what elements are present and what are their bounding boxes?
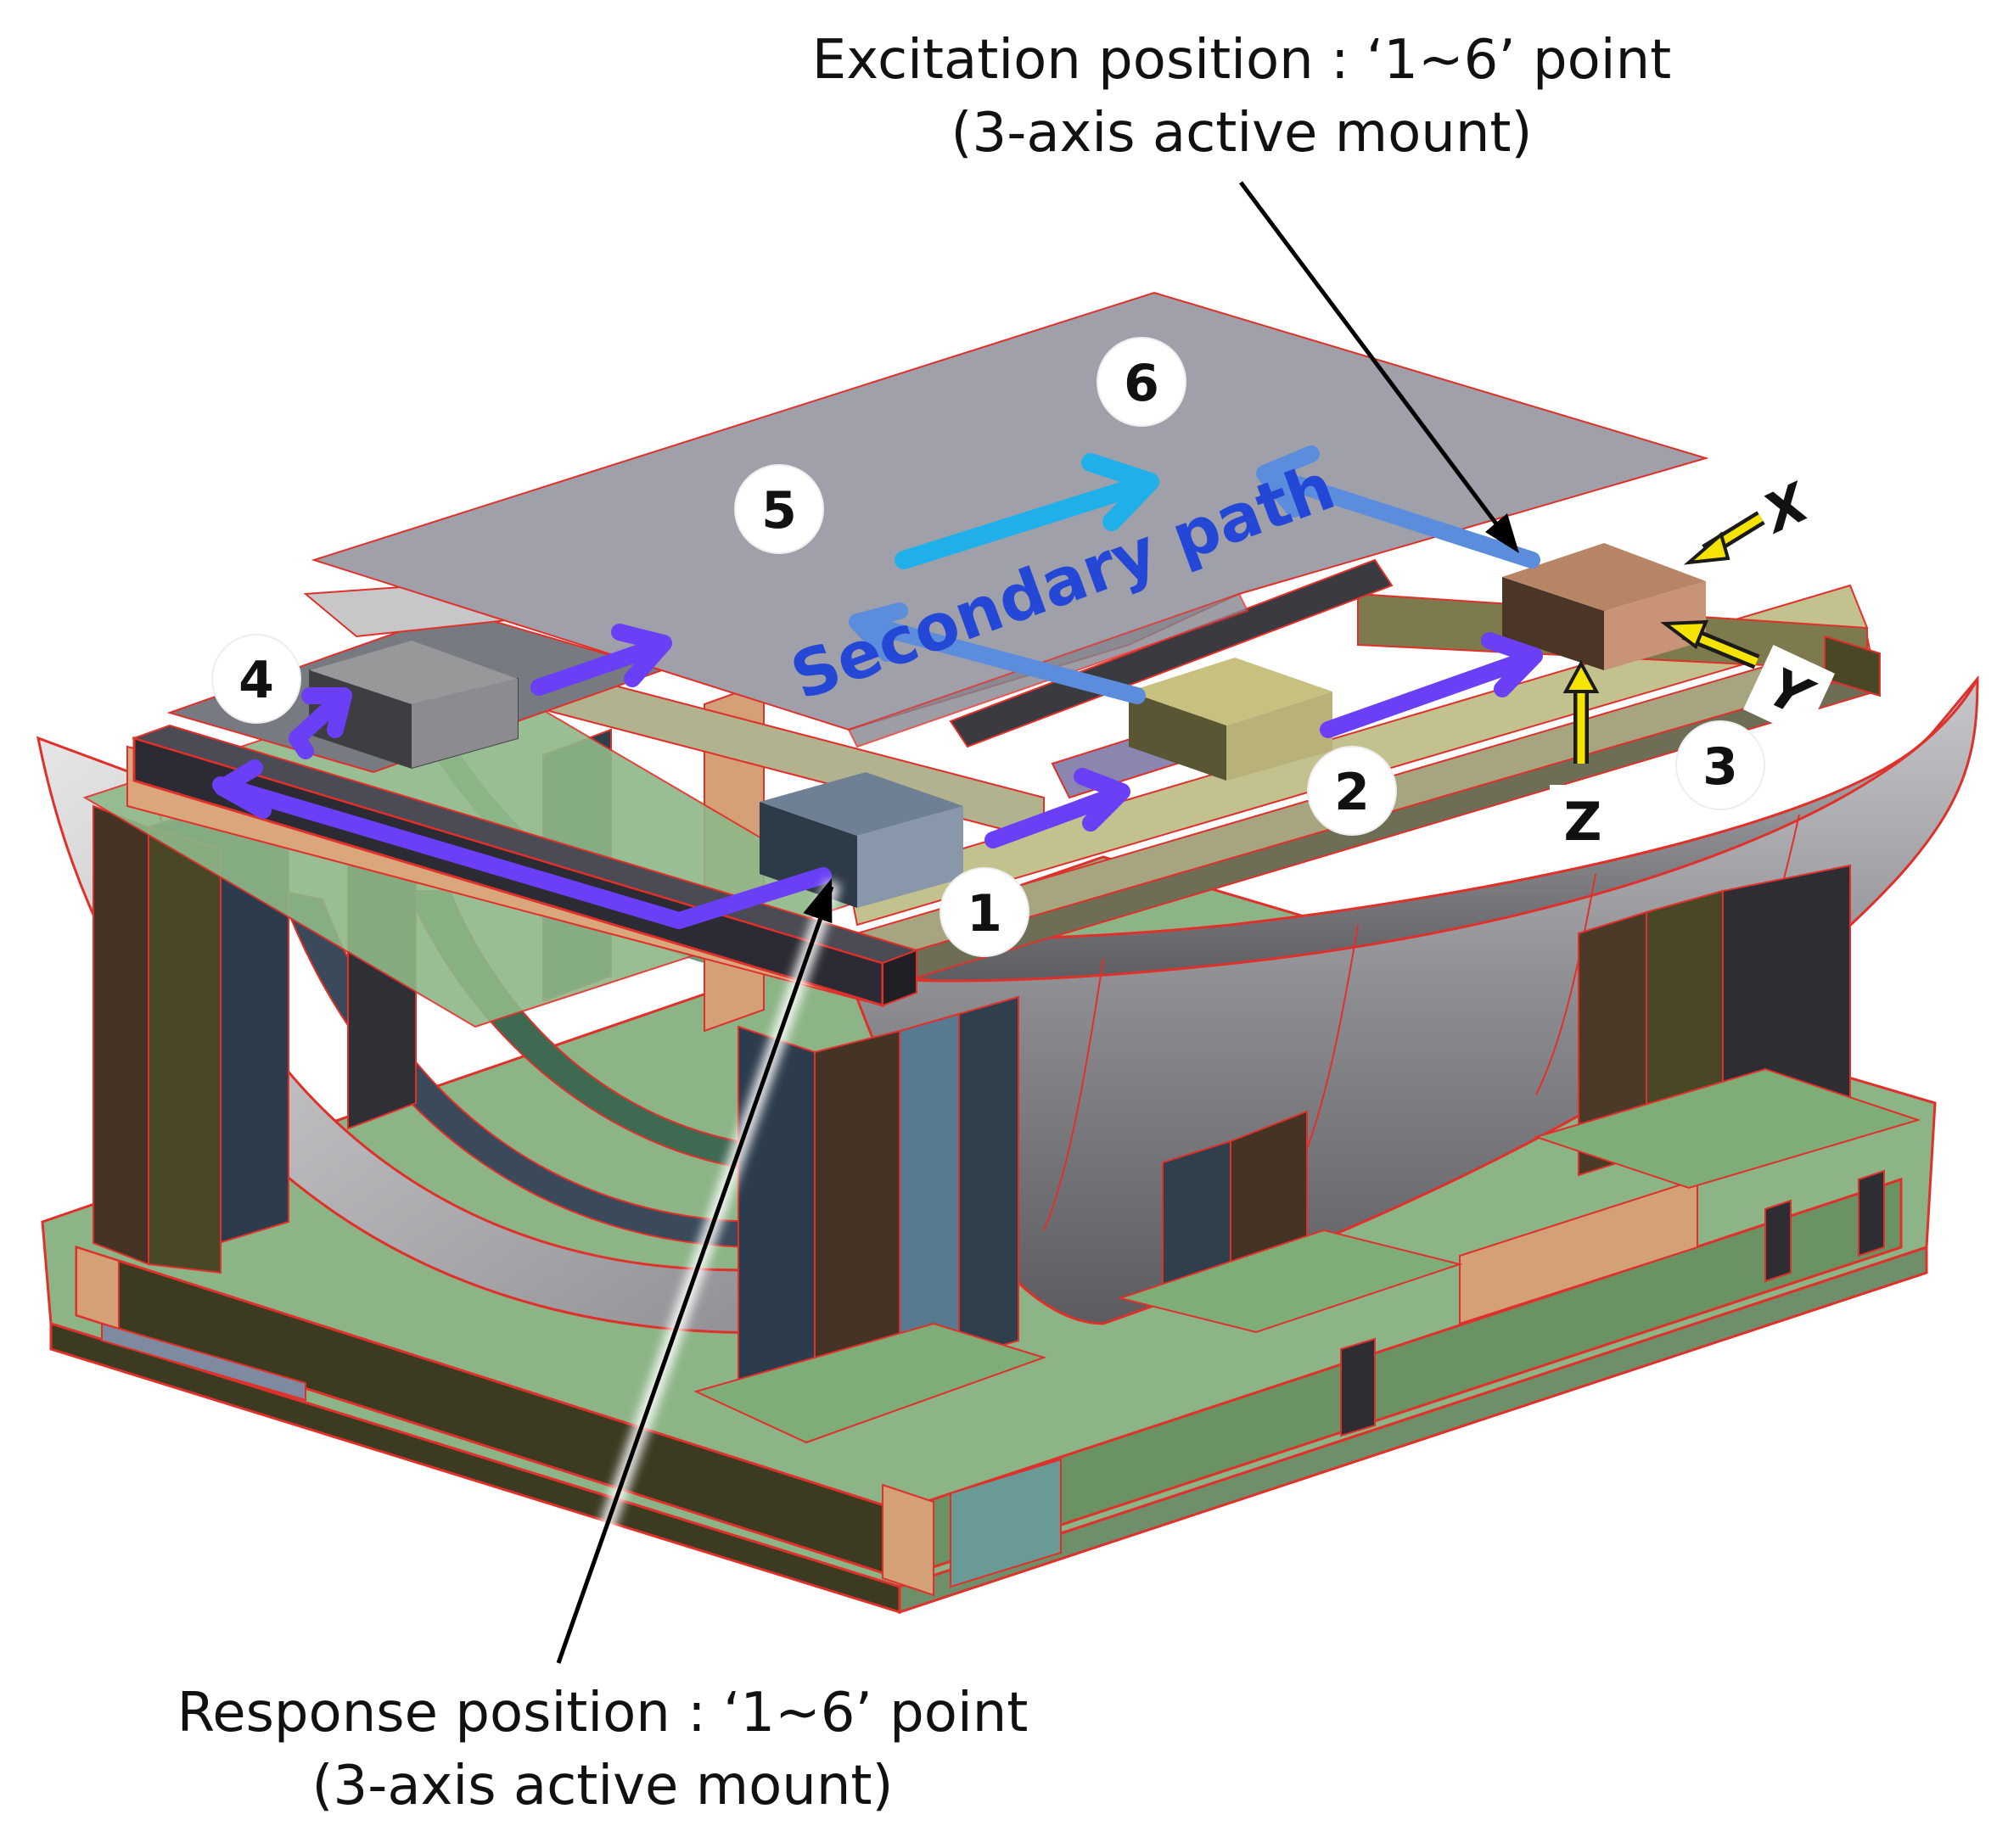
path-arrow-2-to-3-head — [1481, 632, 1543, 697]
point-marker-4-label: 4 — [238, 651, 274, 710]
axis-z-label: Z — [1564, 791, 1602, 853]
point-marker-5: 5 — [734, 464, 824, 554]
path-arrow-3-to-6 — [1260, 467, 1540, 568]
axis-y-label-box — [1742, 645, 1836, 738]
path-arrow-5-to-6 — [895, 474, 1155, 569]
point-marker-3-label: 3 — [1702, 737, 1738, 797]
point-marker-5-label: 5 — [761, 481, 797, 540]
right-columns — [693, 864, 1921, 1444]
path-arrow-up-to-4-head — [301, 687, 352, 738]
point-marker-1-label: 1 — [967, 884, 1002, 944]
path-arrow-1-to-4-head — [214, 759, 272, 819]
path-arrow-4-to-5 — [530, 636, 670, 696]
excitation-caption-line2: (3-axis active mount) — [951, 102, 1533, 165]
path-arrow-1-to-2-head — [1074, 768, 1130, 832]
axis-labels: Z Y X — [1550, 470, 1836, 856]
excitation-caption-line1: Excitation position : ‘1~6’ point — [811, 29, 1672, 92]
response-caption-line1: Response position : ‘1~6’ point — [177, 1682, 1029, 1744]
point-marker-6: 6 — [1097, 337, 1186, 427]
response-callout-arrowhead — [803, 878, 833, 924]
axis-z-label-box — [1550, 785, 1616, 856]
path-arrow-up-to-4 — [289, 687, 352, 759]
path-arrow-4-to-5-head — [611, 624, 672, 687]
axis-x-label: X — [1752, 470, 1820, 546]
response-callout-line — [556, 886, 834, 1664]
point-marker-4: 4 — [211, 634, 301, 724]
point-marker-6-label: 6 — [1124, 354, 1159, 413]
transfer-path-arrows — [212, 445, 1543, 929]
response-caption-line2: (3-axis active mount) — [311, 1755, 894, 1817]
point-marker-2-label: 2 — [1334, 763, 1370, 822]
path-arrow-2-to-secondary-head — [849, 602, 908, 662]
response-caption: Response position : ‘1~6’ point (3-axis … — [51, 1677, 1154, 1823]
point-marker-2: 2 — [1307, 746, 1397, 836]
mount-box-3 — [1502, 543, 1706, 670]
callout-lines — [552, 181, 1519, 1664]
point-marker-1: 1 — [939, 867, 1029, 957]
excitation-caption: Excitation position : ‘1~6’ point (3-axi… — [580, 24, 1904, 170]
path-arrow-2-to-secondary — [857, 615, 1146, 704]
mount-box-2 — [1129, 658, 1332, 781]
path-arrow-1-to-2 — [984, 785, 1129, 848]
point-marker-3: 3 — [1675, 720, 1765, 810]
path-arrow-3-to-6-head — [1256, 445, 1320, 518]
axis-arrows — [1562, 511, 1765, 764]
path-arrow-1-to-4 — [212, 776, 832, 929]
point-markers: 1 2 3 4 5 6 — [211, 337, 1765, 957]
excitation-callout-arrowhead — [1485, 513, 1519, 553]
path-arrow-5-to-6-head — [1081, 453, 1159, 531]
path-arrow-2-to-3 — [1320, 649, 1540, 738]
excitation-callout-line — [1238, 181, 1513, 545]
